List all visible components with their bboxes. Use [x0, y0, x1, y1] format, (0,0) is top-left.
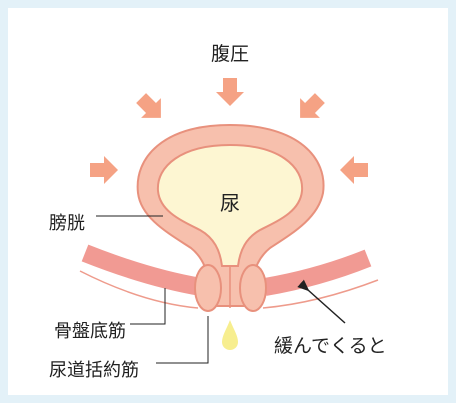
pressure-arrow-top-icon	[216, 78, 244, 106]
bladder-label: 膀胱	[49, 215, 85, 233]
pressure-arrow-left-icon	[90, 156, 118, 184]
abdominal-pressure-label: 腹圧	[211, 45, 249, 64]
pelvic-floor-band-right	[265, 258, 368, 287]
pressure-arrow-upper-left-icon	[131, 88, 171, 128]
urine-drop-icon	[222, 320, 238, 350]
urine-label: 尿	[220, 193, 240, 213]
sphincter-leader-line	[156, 316, 208, 363]
pressure-arrow-right-icon	[340, 156, 368, 184]
pelvic-floor-leader-line	[130, 288, 165, 324]
urethral-sphincter-label: 尿道括約筋	[49, 362, 139, 380]
diagram-panel: 腹圧 尿 膀胱 骨盤底筋 尿道括約筋 緩んでくると	[8, 8, 448, 395]
relax-label: 緩んでくると	[274, 337, 387, 356]
pelvic-floor-muscles-label: 骨盤底筋	[54, 323, 126, 341]
pressure-arrow-upper-right-icon	[290, 88, 330, 128]
relax-pointer-icon	[308, 290, 345, 323]
